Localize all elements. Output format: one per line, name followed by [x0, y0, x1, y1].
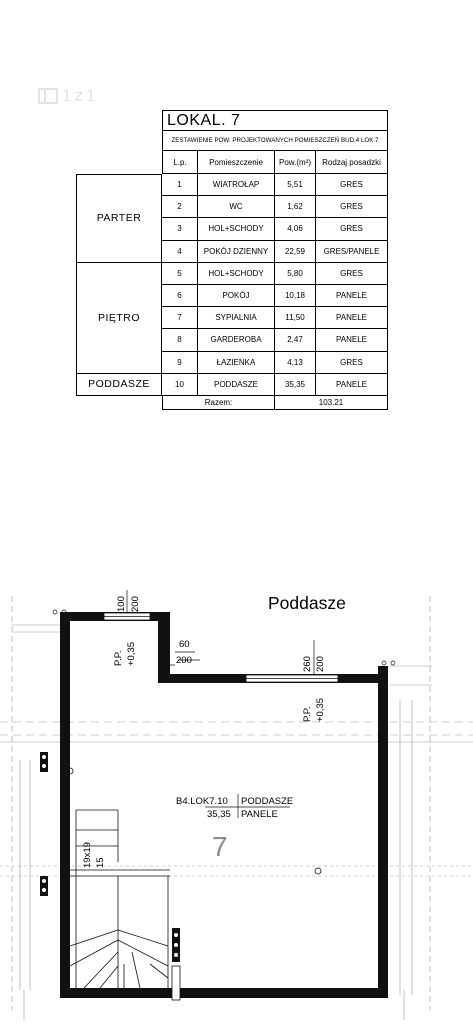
dim-small-height: 200 [176, 655, 192, 666]
dim-left-sill-label: P.P. [113, 650, 124, 666]
windows [103, 612, 339, 683]
opening-markers [40, 609, 396, 1001]
room-area: 35,35 [207, 809, 231, 820]
row-room: SYPIALNIA [198, 307, 275, 330]
row-floor: PANELE [316, 307, 388, 330]
stairs-dimension: 19x19 [82, 842, 93, 868]
row-floor: GRES [316, 174, 388, 197]
header-floor: Rodzaj posadzki [316, 151, 388, 174]
row-room: PODDASZE [198, 373, 275, 396]
row-area: 10,18 [275, 285, 316, 308]
row-area: 4,06 [275, 218, 316, 241]
dim-right-window-width: 260 [302, 656, 313, 672]
dim-left-sill-value: +0,35 [126, 642, 137, 666]
dim-left-window-width: 100 [116, 596, 127, 612]
total-label: Razem: [162, 396, 275, 410]
row-room: ŁAZIENKA [198, 351, 275, 374]
section-label: PARTER [76, 174, 162, 263]
header-room: Pomieszczenie [198, 151, 275, 174]
row-area: 35,35 [275, 373, 316, 396]
section-label: PODDASZE [76, 373, 162, 396]
row-floor: GRES [316, 196, 388, 219]
stair-railings [69, 809, 170, 989]
background-grid-lines [0, 596, 473, 1020]
row-room: POKÓJ [198, 285, 275, 308]
dim-right-sill-value: +0,35 [315, 698, 326, 722]
row-room: WIATROŁAP [198, 174, 275, 197]
row-floor: GRES/PANELE [316, 240, 388, 263]
row-room: POKÓJ DZIENNY [198, 240, 275, 263]
row-area: 5,80 [275, 262, 316, 285]
row-floor: GRES [316, 262, 388, 285]
room-number: 7 [212, 831, 228, 862]
table-subtitle: ZESTAWIENIE POW. PROJEKTOWANYCH POMIESZC… [162, 131, 388, 151]
row-area: 1,62 [275, 196, 316, 219]
row-floor: GRES [316, 218, 388, 241]
watermark: 1z1 [38, 86, 98, 106]
row-lp: 1 [162, 174, 198, 197]
row-lp: 9 [162, 351, 198, 374]
table-title: LOKAL. 7 [162, 110, 388, 131]
header-area: Pow.(m²) [275, 151, 316, 174]
row-floor: GRES [316, 351, 388, 374]
row-lp: 3 [162, 218, 198, 241]
total-value: 103.21 [275, 396, 388, 410]
plan-title: Poddasze [268, 593, 346, 613]
row-lp: 5 [162, 262, 198, 285]
row-lp: 6 [162, 285, 198, 308]
row-lp: 4 [162, 240, 198, 263]
row-floor: PANELE [316, 329, 388, 352]
dim-small-width: 60 [179, 639, 190, 650]
dim-left-window-height: 200 [130, 596, 141, 612]
row-lp: 7 [162, 307, 198, 330]
section-label: PIĘTRO [76, 262, 162, 374]
header-lp: L.p. [162, 151, 198, 174]
row-lp: 2 [162, 196, 198, 219]
row-room: GARDEROBA [198, 329, 275, 352]
stairs-count: 15 [95, 857, 106, 868]
row-area: 11,50 [275, 307, 316, 330]
dimension-lines [126, 590, 315, 674]
watermark-text: 1z1 [62, 86, 99, 105]
dim-right-sill-label: P.P. [302, 706, 313, 722]
row-area: 4,13 [275, 351, 316, 374]
dim-right-window-height: 200 [315, 656, 326, 672]
room-id: B4.LOK7.10 [176, 796, 228, 807]
room-floor: PANELE [241, 809, 278, 820]
row-room: HOL+SCHODY [198, 218, 275, 241]
room-name: PODDASZE [241, 796, 293, 807]
row-lp: 8 [162, 329, 198, 352]
row-area: 22,59 [275, 240, 316, 263]
watermark-logo-icon [38, 88, 58, 104]
row-room: HOL+SCHODY [198, 262, 275, 285]
row-area: 5,51 [275, 174, 316, 197]
row-area: 2,47 [275, 329, 316, 352]
row-room: WC [198, 196, 275, 219]
row-floor: PANELE [316, 285, 388, 308]
row-lp: 10 [162, 373, 198, 396]
row-floor: PANELE [316, 373, 388, 396]
